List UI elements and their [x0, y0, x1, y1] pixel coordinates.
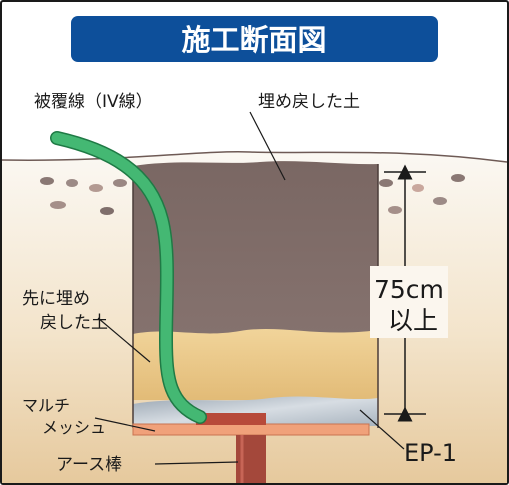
backfill-top-label: 埋め戻した土 [258, 92, 360, 112]
earth-plate-ep1 [132, 423, 370, 436]
backfill-top-layer [133, 161, 378, 338]
depth-label-suffix: 以上 [388, 306, 438, 335]
backfill-first-label-line2: 戻した土 [40, 313, 108, 333]
depth-label-bg [370, 266, 448, 338]
backfill-first-label-line1: 先に埋め [22, 289, 90, 309]
diagram-title: 施工断面図 [181, 23, 326, 57]
covered-cable [51, 132, 206, 423]
cable-label: 被覆線（IV線） [34, 92, 153, 112]
mulch-label-line2: メッシュ [42, 418, 106, 437]
ground-rod-label: アース棒 [56, 455, 122, 475]
connection-block [196, 413, 266, 425]
pebbles [40, 174, 465, 215]
backfill-first-layer [133, 328, 378, 400]
depth-label-value: 75cm [374, 275, 444, 304]
plate-label: EP-1 [404, 439, 457, 467]
leader-lines [94, 111, 405, 465]
mulch-label-line1: マルチ [22, 396, 70, 415]
title-banner [71, 16, 438, 62]
